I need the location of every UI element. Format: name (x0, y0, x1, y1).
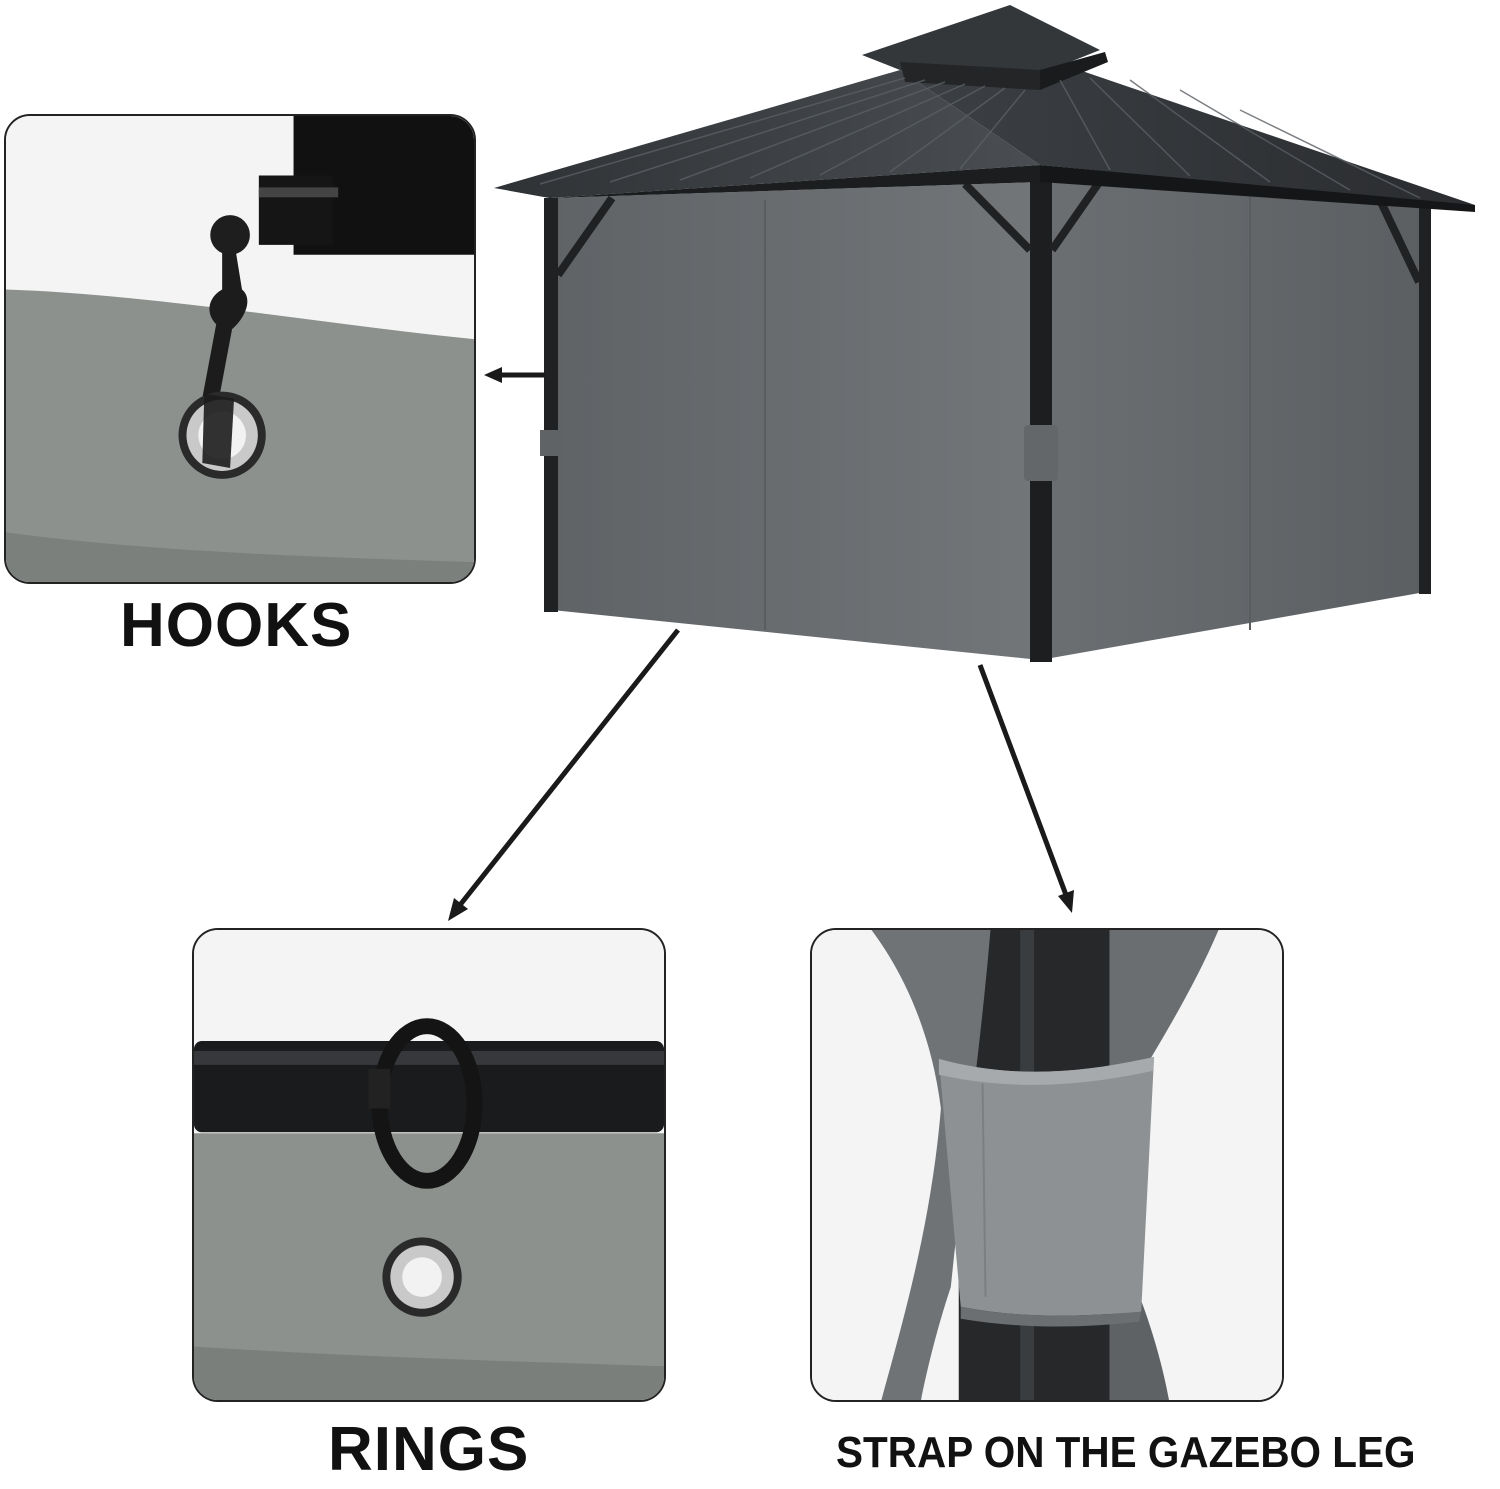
gazebo-post-right (1419, 198, 1431, 594)
gazebo-post-center (1030, 178, 1052, 662)
rings-detail-panel (192, 928, 666, 1402)
roof-side (900, 60, 1475, 205)
strap-caption: STRAP ON THE GAZEBO LEG (836, 1428, 1416, 1477)
strap-detail-panel (810, 928, 1284, 1402)
rail (293, 116, 474, 255)
side-curtain (1040, 182, 1425, 660)
hook-icon (200, 252, 248, 414)
roof-front (494, 70, 1040, 198)
curtain-fabric (871, 930, 991, 1400)
roof-upper-tier (862, 5, 1100, 74)
hook-ball (210, 215, 250, 255)
front-curtain (552, 182, 1040, 660)
rings-caption: RINGS (328, 1415, 530, 1484)
hooks-detail-panel (4, 114, 476, 584)
strap-icon (938, 1056, 1155, 1316)
gazebo-post-left (544, 198, 558, 612)
arrow-icon (448, 367, 1074, 921)
hooks-caption: HOOKS (120, 591, 353, 660)
